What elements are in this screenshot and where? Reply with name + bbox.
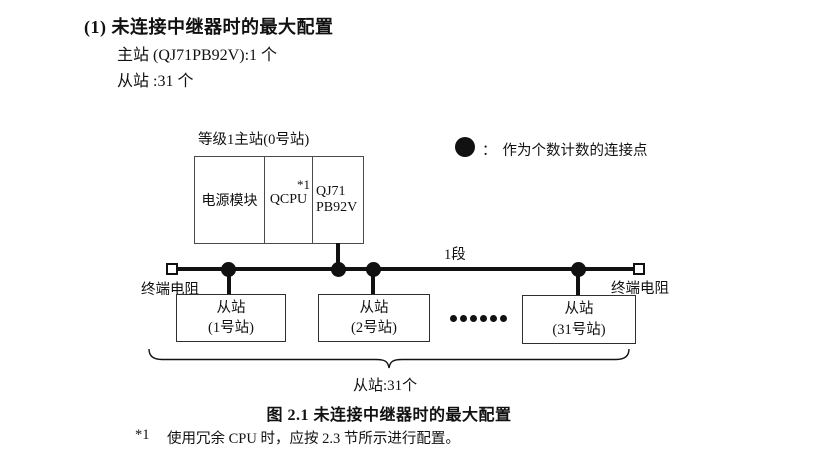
ellipsis-dot [480, 315, 487, 322]
connection-point-dot-icon [455, 137, 475, 157]
slave-station-number: (2号站) [351, 320, 397, 336]
power-module-cell: 电源模块 [195, 157, 265, 243]
slave-station-name: 从站 [564, 301, 594, 318]
figure-caption: 图 2.1 未连接中继器时的最大配置 [266, 407, 512, 424]
connection-dot [221, 262, 236, 277]
master-station-label: 等级1主站(0号站) [198, 132, 310, 148]
slave2-drop-line [371, 270, 375, 296]
terminator-right-label: 终端电阻 [611, 281, 669, 297]
page-title: (1) 未连接中继器时的最大配置 [84, 17, 334, 37]
footnote-text: 使用冗余 CPU 时，应按 2.3 节所示进行配置。 [167, 431, 460, 447]
connection-dot [571, 262, 586, 277]
segment-label: 1段 [444, 247, 466, 263]
slave-station-number: (31号站) [552, 321, 606, 338]
legend-label: ： 作为个数计数的连接点 [482, 139, 648, 160]
connection-dot [331, 262, 346, 277]
slave1-drop-line [227, 270, 231, 296]
master-count-line: 主站 (QJ71PB92V):1 个 [117, 47, 278, 64]
legend-colon: ： [482, 143, 497, 159]
connection-dot [366, 262, 381, 277]
slave-station-number: (1号站) [208, 320, 254, 336]
slave-station-name: 从站 [216, 299, 246, 316]
network-module-cell: QJ71 PB92V [313, 157, 363, 243]
master-drop-line [336, 243, 340, 269]
slave-station-box-1: 从站 (1号站) [176, 294, 286, 342]
slave-count-line: 从站 :31 个 [117, 73, 194, 90]
ellipsis-dot [450, 315, 457, 322]
network-module-line1: QJ71 [316, 183, 346, 199]
ellipsis-dots [450, 315, 507, 322]
ellipsis-dot [460, 315, 467, 322]
slave-station-name: 从站 [359, 299, 389, 316]
slave-group-brace [148, 349, 630, 369]
ellipsis-dot [490, 315, 497, 322]
qcpu-cell: *1 QCPU [265, 157, 313, 243]
slave-station-box-31: 从站 (31号站) [522, 295, 636, 344]
ellipsis-dot [470, 315, 477, 322]
terminator-left-icon [166, 263, 178, 275]
master-station-box: 电源模块 *1 QCPU QJ71 PB92V [194, 156, 364, 244]
ellipsis-dot [500, 315, 507, 322]
network-module-line2: PB92V [316, 200, 358, 215]
legend-label-text: 作为个数计数的连接点 [502, 143, 648, 159]
cpu-footnote-ref: *1 [297, 177, 310, 192]
bus-line [172, 267, 642, 271]
slave-total-label: 从站:31个 [353, 378, 418, 394]
qcpu-label: QCPU [269, 192, 308, 207]
terminator-right-icon [633, 263, 645, 275]
slave-station-box-2: 从站 (2号站) [318, 294, 430, 342]
slave31-drop-line [576, 270, 580, 296]
footnote-marker: *1 [135, 427, 150, 443]
